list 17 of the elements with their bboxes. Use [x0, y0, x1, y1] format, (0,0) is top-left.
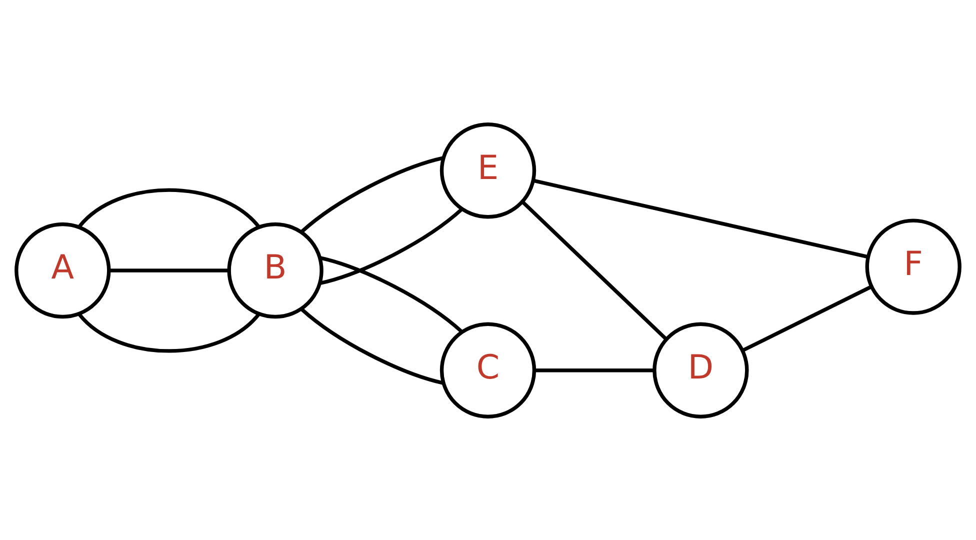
connector	[742, 284, 872, 352]
connector	[534, 368, 654, 372]
connector	[320, 207, 463, 285]
connector	[300, 308, 444, 384]
connector	[532, 178, 868, 258]
node-circle: D	[652, 322, 749, 418]
node-circle: A	[14, 222, 111, 318]
connector	[320, 255, 463, 333]
connector	[300, 156, 444, 232]
connector	[521, 200, 667, 340]
node-circle: C	[440, 322, 536, 418]
connector	[109, 268, 229, 272]
node-circle: E	[440, 122, 536, 218]
connector	[78, 312, 260, 352]
connector	[78, 188, 260, 228]
node-circle: F	[865, 218, 962, 314]
node-circle: B	[227, 222, 324, 318]
